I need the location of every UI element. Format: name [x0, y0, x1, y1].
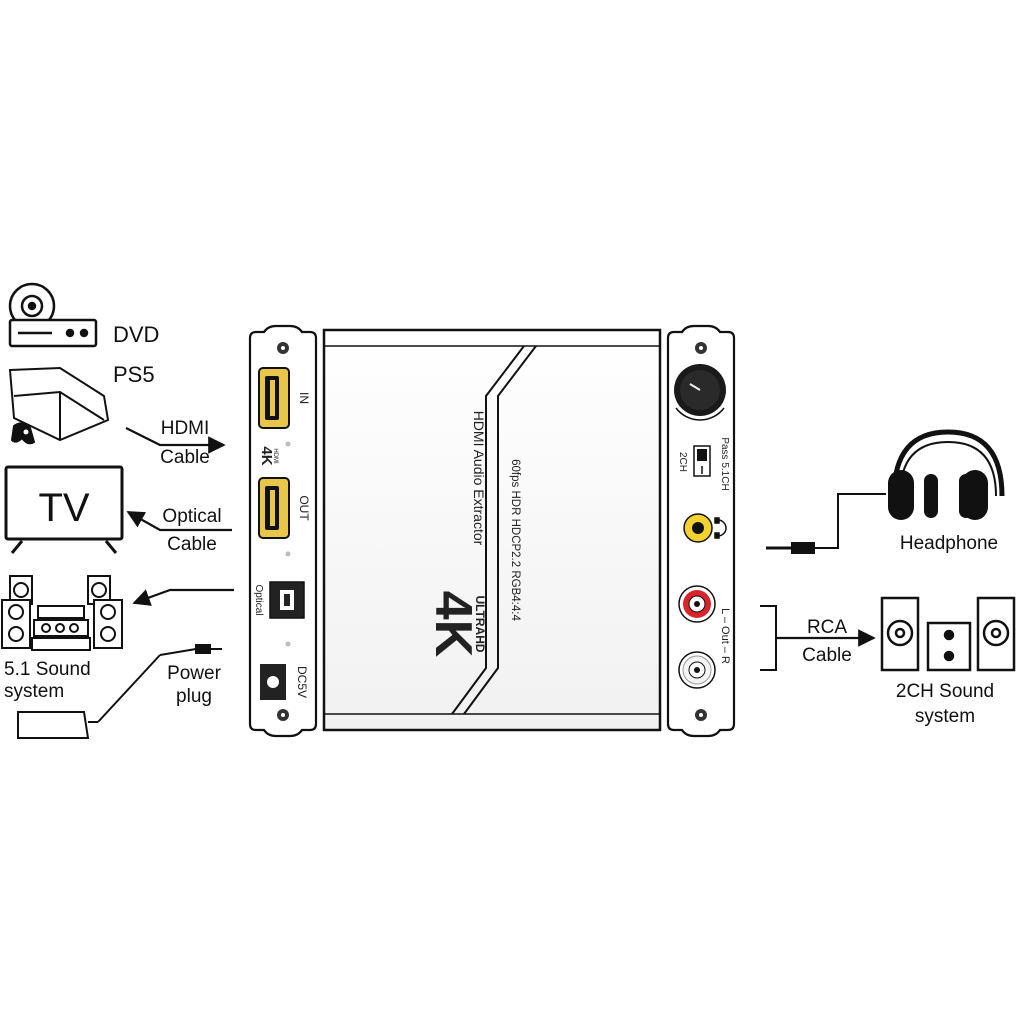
switch-pass-label: Pass 5.1CH: [719, 437, 730, 490]
hdmi-small-logo: HDMI: [272, 448, 278, 464]
rca-cable-bracket: [760, 605, 777, 671]
dvd-icon: [8, 282, 98, 348]
volume-knob[interactable]: [674, 364, 726, 421]
hdmi-4k-logo: 4K: [258, 446, 275, 465]
device-title: HDMI Audio Extractor: [471, 411, 487, 546]
hdmi-cable-label-2: Cable: [160, 447, 210, 468]
surround-sound-label-1: 5.1 Sound: [4, 659, 91, 680]
power-plug-label-2: plug: [176, 686, 212, 707]
power-plug-icon: [17, 644, 222, 739]
mode-switch[interactable]: [693, 445, 711, 477]
surround-sound-label-2: system: [4, 681, 64, 702]
optical-cable-label-1: Optical: [162, 506, 221, 527]
device-body: [322, 328, 662, 732]
ps5-icon: [8, 366, 110, 445]
headphone-icon: [888, 429, 1005, 520]
stereo-sound-label-1: 2CH Sound: [896, 681, 994, 702]
headphone-label: Headphone: [900, 533, 998, 554]
device-spec: 60fps HDR HDCP2.2 RGB4:4:4: [509, 459, 521, 621]
optical-port[interactable]: [269, 581, 305, 619]
hdmi-in-label: IN: [297, 392, 311, 404]
tv-screen-text: TV: [38, 486, 89, 530]
optical-port-label: Optical: [253, 584, 264, 615]
stereo-sound-label-2: system: [915, 706, 975, 727]
dc-jack-label: DC5V: [295, 666, 309, 698]
headphone-jack[interactable]: [683, 513, 713, 543]
hdmi-cable-arrow: [125, 427, 226, 454]
surround-cable-arrow: [132, 588, 234, 606]
ps5-label: PS5: [113, 362, 155, 387]
stereo-sound-icon: [880, 596, 1016, 672]
hdmi-cable-label-1: HDMI: [161, 418, 210, 439]
device-logo-4k: 4K: [424, 591, 482, 658]
hdmi-in-port[interactable]: [258, 367, 290, 429]
headphone-cable: [766, 493, 886, 554]
power-plug-label-1: Power: [167, 663, 222, 684]
hdmi-out-port[interactable]: [258, 477, 290, 539]
rca-cable-label-1: RCA: [807, 617, 847, 638]
switch-2ch-label: 2CH: [677, 452, 688, 472]
optical-cable-arrow: [126, 511, 232, 532]
surround-sound-icon: [1, 575, 123, 651]
rca-right-jack[interactable]: [678, 585, 716, 623]
rca-out-label: L – Out – R: [719, 608, 731, 664]
headphone-symbol-icon: [714, 517, 727, 539]
dvd-label: DVD: [113, 322, 159, 347]
rca-cable-label-2: Cable: [802, 645, 852, 666]
dc-power-jack[interactable]: [260, 664, 286, 700]
hdmi-out-label: OUT: [297, 495, 311, 521]
device-logo-ultrahd: ULTRAHD: [473, 595, 487, 652]
rca-left-jack[interactable]: [678, 651, 716, 689]
optical-cable-label-2: Cable: [167, 534, 217, 555]
tv-icon: [4, 465, 124, 554]
